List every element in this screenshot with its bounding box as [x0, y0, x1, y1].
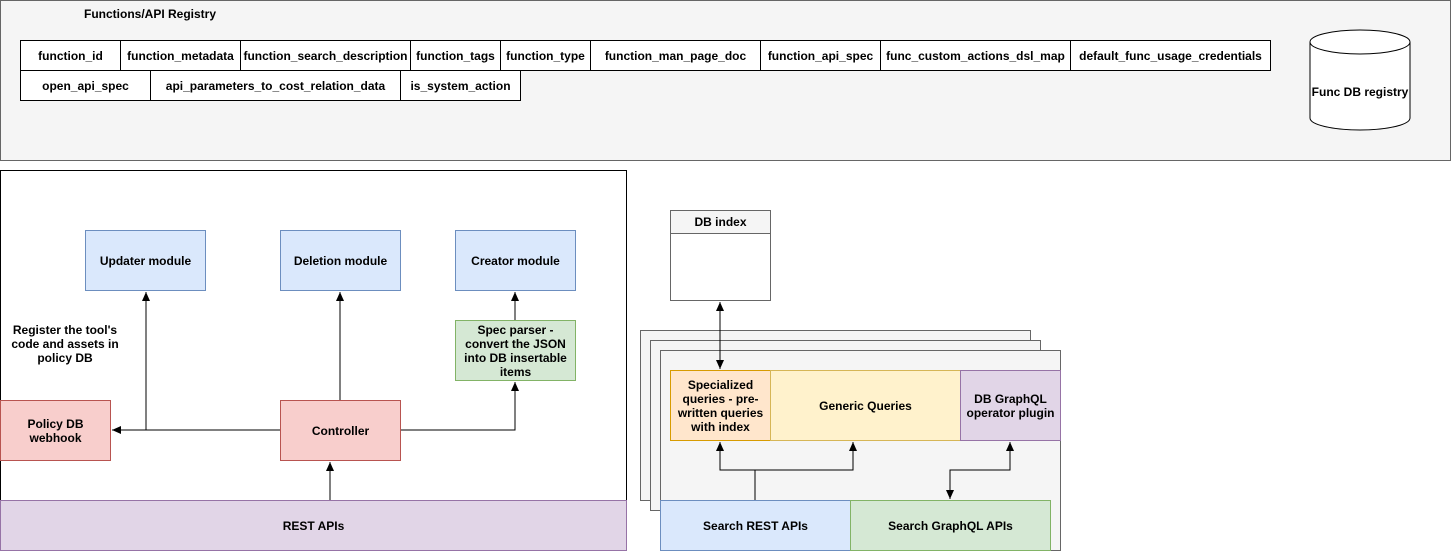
generic-queries: Generic Queries [770, 370, 961, 441]
field-function-id: function_id [20, 40, 121, 71]
policy-db-webhook: Policy DB webhook [0, 400, 111, 461]
specialized-queries: Specialized queries - pre-written querie… [670, 370, 771, 441]
field-default-func-usage-credentials: default_func_usage_credentials [1070, 40, 1271, 71]
field-function-tags: function_tags [410, 40, 501, 71]
field-is-system-action: is_system_action [400, 70, 521, 101]
updater-module: Updater module [85, 230, 206, 291]
register-note: Register the tool's code and assets in p… [11, 323, 119, 365]
graphql-operator-plugin: DB GraphQL operator plugin [960, 370, 1061, 441]
controller: Controller [280, 400, 401, 461]
field-function-api-spec: function_api_spec [760, 40, 881, 71]
field-function-metadata: function_metadata [120, 40, 241, 71]
spec-parser: Spec parser - convert the JSON into DB i… [455, 320, 576, 381]
field-open-api-spec: open_api_spec [20, 70, 151, 101]
db-index-header: DB index [670, 210, 771, 234]
field-function-man-page-doc: function_man_page_doc [590, 40, 761, 71]
field-api-parameters-to-cost-relation-data: api_parameters_to_cost_relation_data [150, 70, 401, 101]
field-function-type: function_type [500, 40, 591, 71]
search-graphql-apis: Search GraphQL APIs [850, 500, 1051, 551]
db-registry-label: Func DB registry [1311, 85, 1409, 99]
registry-title: Functions/API Registry [84, 7, 217, 21]
search-rest-apis: Search REST APIs [660, 500, 851, 551]
rest-apis: REST APIs [0, 500, 627, 551]
creator-module: Creator module [455, 230, 576, 291]
field-func-custom-actions-dsl-map: func_custom_actions_dsl_map [880, 40, 1071, 71]
field-function-search-description: function_search_description [240, 40, 411, 71]
deletion-module: Deletion module [280, 230, 401, 291]
